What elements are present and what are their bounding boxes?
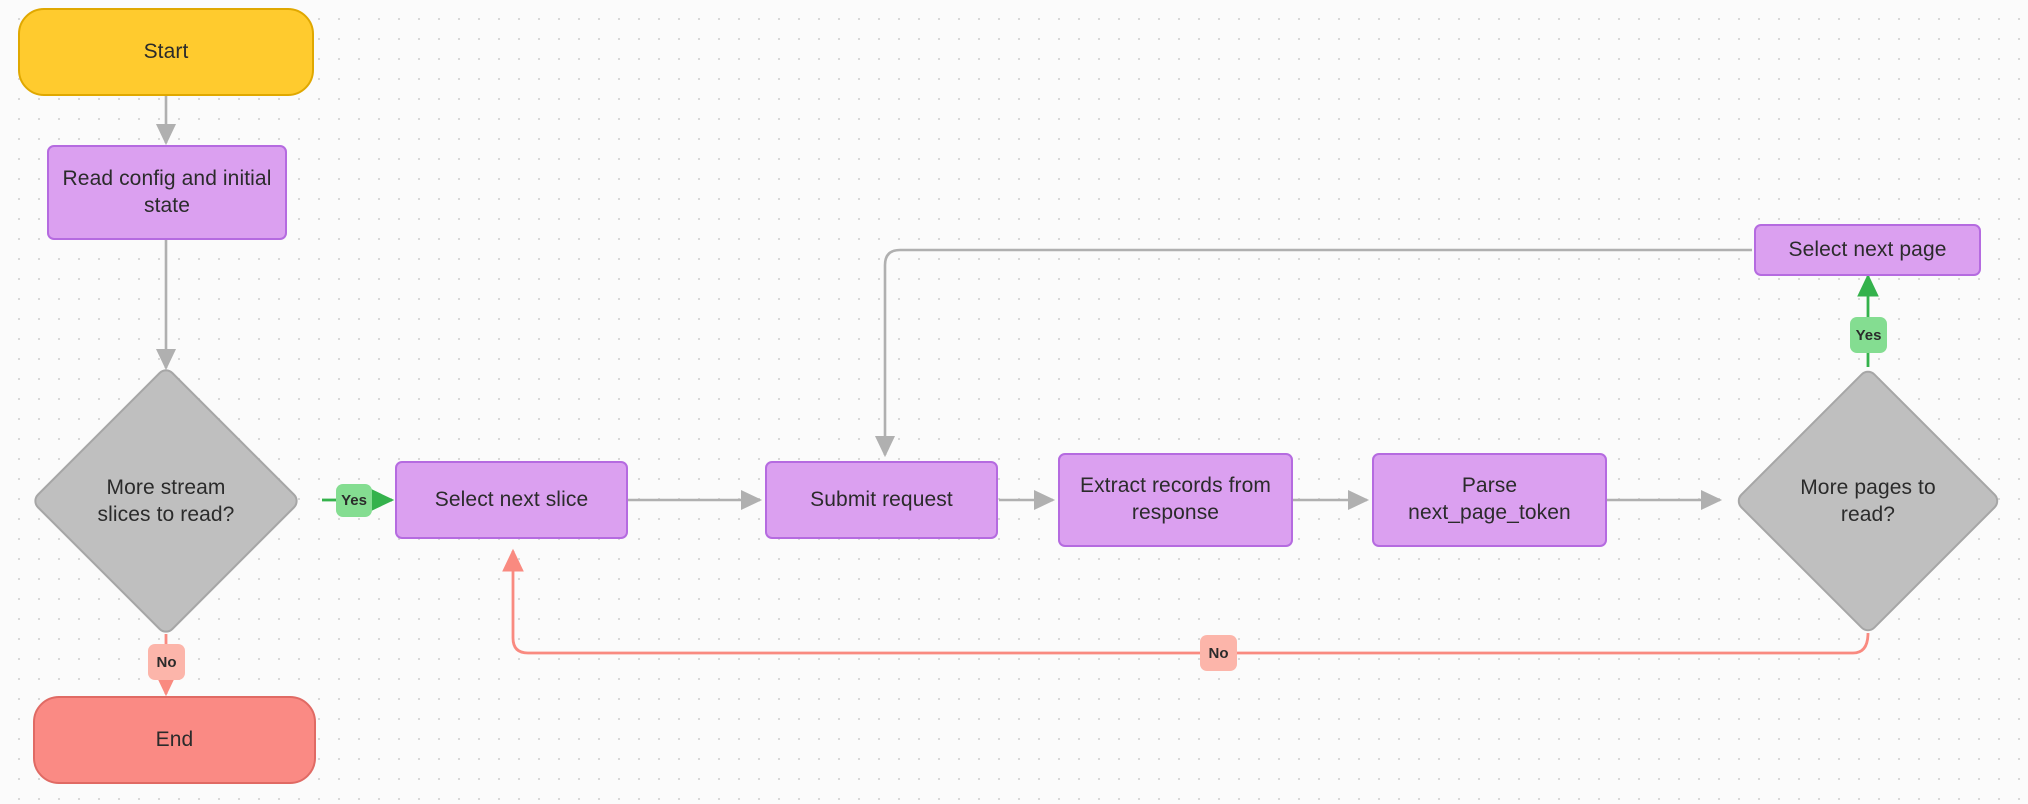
- edge-label-pages-yes[interactable]: Yes: [1850, 317, 1887, 353]
- edge-label-slices-yes[interactable]: Yes: [336, 484, 372, 517]
- edge-label-pages-yes-text: Yes: [1855, 326, 1882, 344]
- node-end-label: End: [155, 727, 194, 751]
- node-read-config-label: Read config and initial state: [62, 166, 272, 217]
- node-more-stream-slices[interactable]: More stream slices to read?: [18, 365, 314, 637]
- node-read-config[interactable]: Read config and initial state: [47, 145, 287, 240]
- node-parse-next-page-token[interactable]: Parse next_page_token: [1372, 453, 1607, 547]
- node-start-label: Start: [143, 39, 189, 63]
- node-more-pages-label: More pages to read?: [1800, 475, 1936, 526]
- node-extract-records-label: Extract records from response: [1079, 474, 1272, 524]
- node-select-next-page-label: Select next page: [1788, 237, 1947, 261]
- edge-label-pages-no-text: No: [1208, 644, 1229, 662]
- node-select-next-page[interactable]: Select next page: [1754, 224, 1981, 276]
- node-start[interactable]: Start: [18, 8, 314, 96]
- node-more-pages[interactable]: More pages to read?: [1722, 366, 2014, 636]
- edge-label-slices-no[interactable]: No: [148, 644, 185, 680]
- node-extract-records[interactable]: Extract records from response: [1058, 453, 1293, 547]
- node-select-next-slice[interactable]: Select next slice: [395, 461, 628, 539]
- node-parse-next-page-token-label: Parse next_page_token: [1408, 474, 1571, 524]
- node-end[interactable]: End: [33, 696, 316, 784]
- node-more-stream-slices-label: More stream slices to read?: [97, 475, 235, 526]
- edge-label-pages-no[interactable]: No: [1200, 635, 1237, 671]
- node-select-next-slice-label: Select next slice: [434, 487, 589, 511]
- edge-label-slices-yes-text: Yes: [341, 492, 367, 509]
- edge-label-slices-no-text: No: [156, 653, 177, 671]
- node-submit-request-label: Submit request: [810, 487, 953, 511]
- node-submit-request[interactable]: Submit request: [765, 461, 998, 539]
- edge-more-pages-no-to-select-slice: [502, 548, 1870, 655]
- edge-select-page-to-submit-request: [874, 248, 1752, 458]
